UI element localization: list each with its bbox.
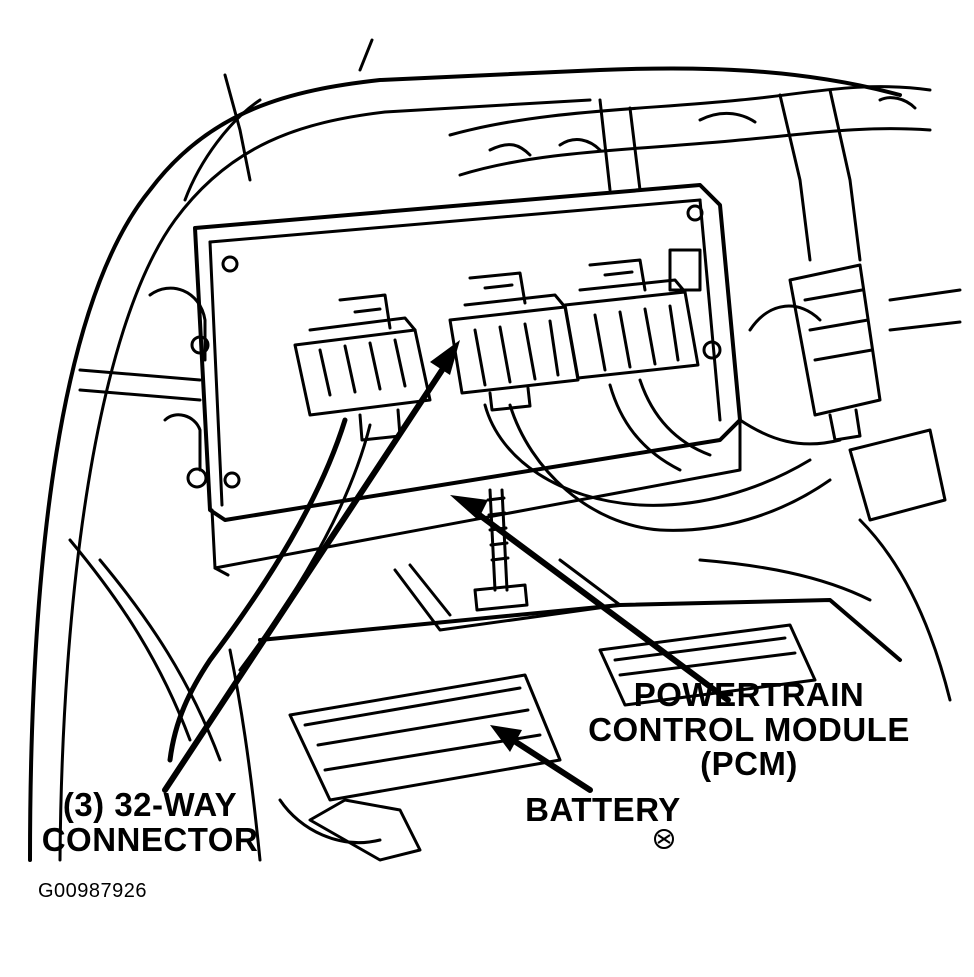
arrow-connector-leader — [162, 352, 455, 793]
arrowhead-battery — [490, 725, 522, 752]
upper-wiring-harness — [448, 85, 932, 262]
mounting-stud — [393, 488, 622, 632]
arrowhead-connector — [430, 340, 460, 375]
arrow-battery-leader — [502, 732, 593, 793]
battery-label: BATTERY — [518, 791, 688, 828]
leader-arrows — [162, 352, 731, 793]
pcm-housing — [186, 183, 742, 577]
connector-3 — [563, 258, 700, 380]
pcm-mounting-bracket — [78, 286, 207, 472]
battery-label-text: BATTERY — [525, 791, 681, 828]
connector-2 — [448, 271, 580, 412]
pcm-label-line-2: CONTROL MODULE — [588, 710, 910, 748]
figure-id: G00987926 — [38, 880, 148, 902]
pcm-label-line-3: (PCM) — [700, 745, 798, 783]
connector-1 — [293, 293, 432, 442]
connector-label-line-2: CONNECTOR — [41, 820, 259, 858]
right-harness-connector — [748, 263, 962, 522]
connector-label-line-1: (3) 32-WAY — [62, 786, 238, 823]
pcm-label-line-1: POWERTRAIN — [633, 676, 865, 713]
connector-label: (3) 32-WAY CONNECTOR — [30, 786, 270, 858]
publisher-mark-icon — [654, 829, 674, 849]
pcm-label: POWERTRAIN CONTROL MODULE (PCM) — [574, 676, 924, 783]
arrowhead-pcm — [450, 495, 488, 520]
fender-outline — [28, 38, 902, 862]
battery — [68, 518, 952, 862]
arrow-pcm-leader — [467, 505, 731, 703]
